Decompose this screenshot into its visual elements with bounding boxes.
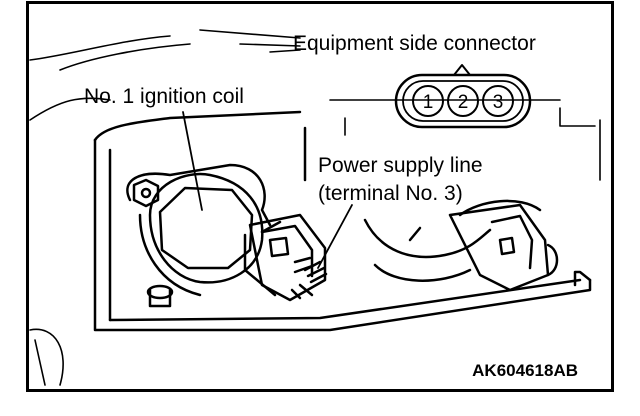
pin-label: 3: [493, 92, 504, 113]
power-supply-leader-line: [317, 204, 353, 269]
connector-pin: 2: [447, 85, 479, 117]
ignition-coil-no2: [363, 199, 559, 292]
ignition-coil-no1: [126, 163, 328, 308]
engine-tray: [93, 110, 592, 332]
mounting-bolt: [132, 178, 160, 208]
connector-pin: 3: [482, 85, 514, 117]
ignition-coil-label: No. 1 ignition coil: [84, 85, 244, 108]
ignition-coil-leader-line: [182, 111, 203, 211]
connector-pin: 1: [412, 85, 444, 117]
figure-code: AK604618AB: [472, 361, 578, 380]
equipment-side-connector: 1 2 3: [394, 64, 532, 129]
power-supply-label-line1: Power supply line: [318, 154, 483, 177]
pin-label: 1: [423, 92, 434, 113]
pin-label: 2: [458, 92, 469, 113]
figure-frame: [26, 1, 614, 392]
equipment-connector-label: Equipment side connector: [293, 32, 536, 55]
engine-background: [29, 29, 601, 386]
power-supply-label-line2: (terminal No. 3): [318, 182, 463, 205]
